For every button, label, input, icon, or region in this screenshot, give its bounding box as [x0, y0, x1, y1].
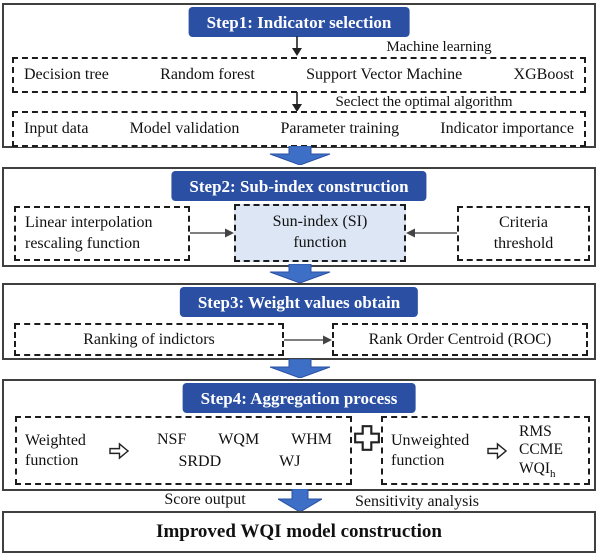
unweighted-line2: function — [391, 451, 445, 469]
step1-header: Step1: Indicator selection — [188, 7, 410, 37]
unweighted-line1: Unweighted — [391, 431, 470, 449]
footer-title-box: Improved WQI model construction — [2, 511, 596, 553]
weighted-line1: Weighted — [25, 431, 86, 449]
unweighted-method-item: RMS — [519, 422, 552, 440]
algorithm-item: XGBoost — [513, 66, 574, 83]
machine-learning-label: Machine learning — [386, 39, 492, 55]
criteria-line1: Criteria — [499, 213, 548, 231]
criteria-line2: threshold — [493, 234, 554, 252]
ranking-label: Ranking of indictors — [83, 330, 215, 348]
unweighted-method-item: WQIh — [519, 459, 556, 480]
right-arrow-icon — [190, 228, 234, 238]
weighted-line2: function — [25, 451, 79, 469]
method-item: WQM — [218, 430, 260, 448]
roc-box: Rank Order Centroid (ROC) — [332, 323, 588, 356]
big-down-arrow-icon — [278, 489, 322, 512]
hollow-right-arrow-icon — [487, 441, 507, 460]
algorithm-item: Random forest — [160, 66, 255, 83]
training-item: Model validation — [129, 120, 240, 137]
hollow-plus-icon — [354, 425, 380, 451]
big-down-arrow-icon — [269, 264, 331, 283]
step2-header: Step2: Sub-index construction — [171, 171, 427, 201]
step4-header: Step4: Aggregation process — [182, 383, 416, 413]
interpolation-line1: Linear interpolation — [25, 213, 153, 231]
subindex-line2: function — [293, 234, 347, 251]
step4-section: Step4: Aggregation process Weighted func… — [2, 379, 596, 491]
step3-section: Step3: Weight values obtain Ranking of i… — [2, 283, 596, 360]
interpolation-box: Linear interpolation rescaling function — [14, 206, 190, 261]
training-item: Parameter training — [280, 120, 400, 137]
select-algorithm-label: Seclect the optimal algorithm — [335, 94, 513, 110]
big-down-arrow-icon — [269, 359, 331, 378]
step3-header: Step3: Weight values obtain — [179, 287, 419, 317]
left-arrow-icon — [406, 228, 457, 238]
training-item: Indicator importance — [440, 120, 574, 137]
method-item: WHM — [291, 430, 332, 448]
ranking-box: Ranking of indictors — [14, 323, 284, 356]
sensitivity-analysis-label: Sensitivity analysis — [355, 493, 479, 510]
subindex-box: Sun-index (SI) function — [234, 204, 406, 262]
down-arrow-icon — [292, 92, 302, 112]
footer-title: Improved WQI model construction — [156, 521, 442, 542]
down-arrow-icon — [292, 36, 302, 56]
unweighted-method-item: CCME — [519, 441, 563, 459]
weighted-box: Weighted function NSF WQM WHM SRDD WJ — [15, 416, 352, 485]
algorithms-box: Decision tree Random forest Support Vect… — [12, 57, 586, 93]
roc-label: Rank Order Centroid (ROC) — [368, 330, 552, 348]
right-arrow-icon — [284, 335, 332, 345]
method-item: WJ — [279, 452, 301, 470]
training-box: Input data Model validation Parameter tr… — [12, 111, 586, 147]
step2-section: Step2: Sub-index construction Linear int… — [2, 167, 596, 267]
wqi-subscript: h — [550, 467, 556, 480]
hollow-right-arrow-icon — [109, 441, 129, 460]
big-down-arrow-icon — [269, 146, 331, 165]
method-item: NSF — [157, 430, 187, 448]
subindex-line1: Sun-index (SI) — [272, 213, 368, 231]
criteria-box: Criteria threshold — [457, 206, 590, 261]
algorithm-item: Support Vector Machine — [306, 66, 463, 83]
step1-section: Step1: Indicator selection Machine learn… — [2, 3, 596, 148]
algorithm-item: Decision tree — [24, 66, 109, 83]
unweighted-box: Unweighted function RMS CCME WQIh — [381, 416, 590, 485]
interpolation-line2: rescaling function — [25, 234, 141, 252]
method-item: SRDD — [178, 452, 222, 470]
score-output-label: Score output — [164, 491, 246, 508]
training-item: Input data — [24, 120, 89, 137]
